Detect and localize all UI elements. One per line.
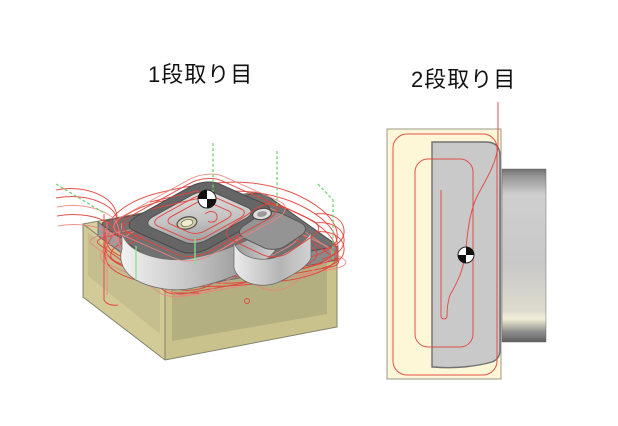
datum-symbol [197, 189, 217, 209]
small-boss [233, 207, 312, 286]
rapid-moves [55, 143, 334, 280]
pocket-floor [141, 188, 257, 246]
datum-symbol [457, 246, 475, 264]
setup2-title: 2段取り目 [411, 67, 517, 92]
counterbore-hole [176, 216, 198, 230]
setup2-view [386, 102, 547, 380]
counterbore-hole [251, 207, 273, 221]
fixture-bar [501, 168, 547, 343]
setup1-view [55, 143, 352, 361]
big-boss [121, 178, 278, 291]
toolpath-rim-loops [104, 169, 326, 265]
setup1-title: 1段取り目 [148, 62, 254, 87]
